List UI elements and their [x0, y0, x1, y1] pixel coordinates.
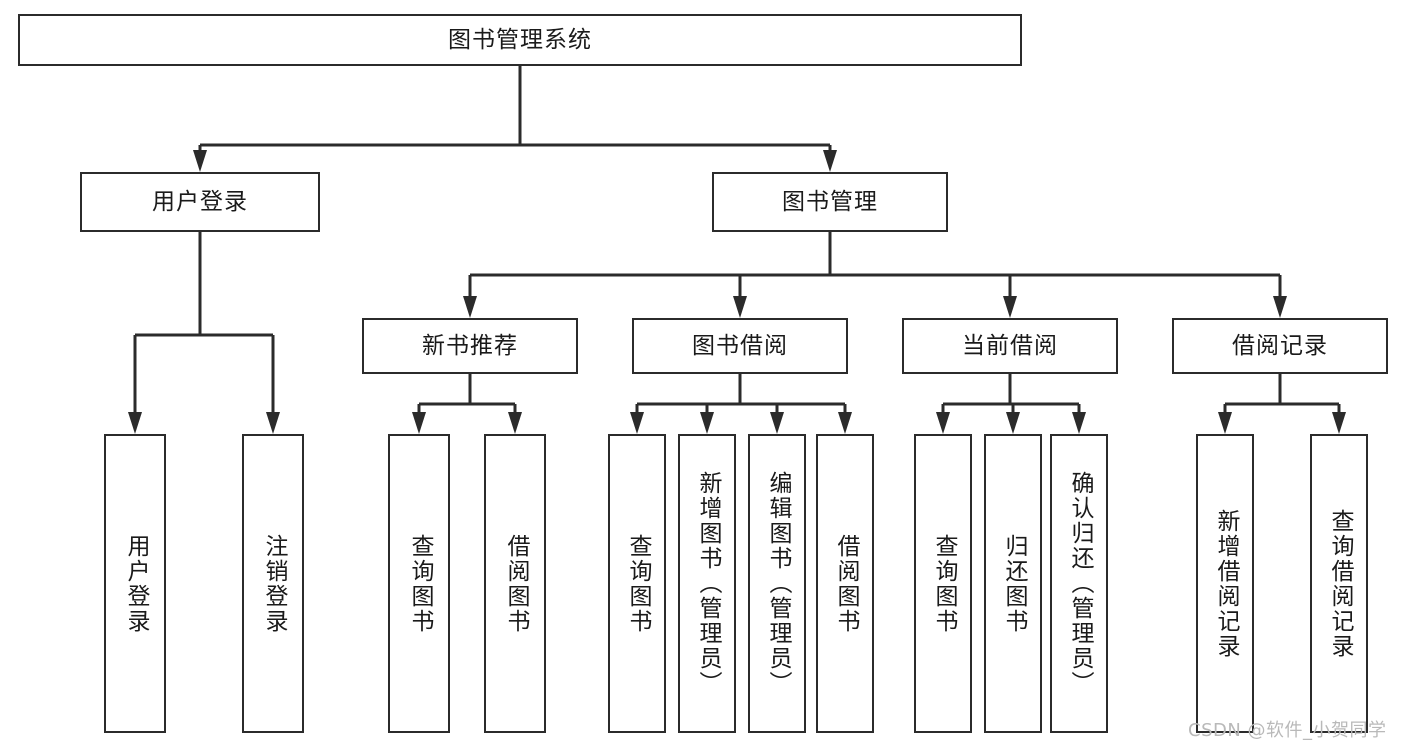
node-current-borrow[interactable]: 当前借阅 — [902, 318, 1118, 374]
node-label: 新增借阅记录 — [1212, 508, 1239, 659]
node-label: 图书管理系统 — [448, 26, 592, 53]
node-leaf-confirm-return-admin[interactable]: 确认归还（管理员） — [1050, 434, 1108, 733]
node-leaf-user-logout[interactable]: 注销登录 — [242, 434, 304, 733]
node-label: 图书管理 — [782, 188, 878, 215]
node-label: 借阅图书 — [832, 533, 859, 634]
node-label: 归还图书 — [1000, 533, 1027, 634]
node-label: 查询借阅记录 — [1326, 508, 1353, 659]
node-leaf-add-borrow-record[interactable]: 新增借阅记录 — [1196, 434, 1254, 733]
node-label: 查询图书 — [930, 533, 957, 634]
node-leaf-query-book-current[interactable]: 查询图书 — [914, 434, 972, 733]
node-user-login[interactable]: 用户登录 — [80, 172, 320, 232]
node-label: 借阅图书 — [502, 533, 529, 634]
node-label: 用户登录 — [152, 188, 248, 215]
node-label: 用户登录 — [122, 533, 149, 634]
node-new-book-recommend[interactable]: 新书推荐 — [362, 318, 578, 374]
node-label: 当前借阅 — [962, 332, 1058, 359]
node-leaf-add-book-admin[interactable]: 新增图书（管理员） — [678, 434, 736, 733]
node-leaf-user-login[interactable]: 用户登录 — [104, 434, 166, 733]
node-leaf-borrow-book-recommend[interactable]: 借阅图书 — [484, 434, 546, 733]
node-label: 查询图书 — [406, 533, 433, 634]
node-leaf-borrow-book[interactable]: 借阅图书 — [816, 434, 874, 733]
node-label: 图书借阅 — [692, 332, 788, 359]
node-leaf-query-book-borrow[interactable]: 查询图书 — [608, 434, 666, 733]
node-leaf-return-book[interactable]: 归还图书 — [984, 434, 1042, 733]
node-borrow-record[interactable]: 借阅记录 — [1172, 318, 1388, 374]
node-label: 确认归还（管理员） — [1066, 471, 1093, 696]
node-label: 注销登录 — [260, 533, 287, 634]
node-label: 新增图书（管理员） — [694, 471, 721, 696]
node-label: 编辑图书（管理员） — [764, 471, 791, 696]
node-book-borrow[interactable]: 图书借阅 — [632, 318, 848, 374]
node-leaf-query-book-recommend[interactable]: 查询图书 — [388, 434, 450, 733]
node-label: 新书推荐 — [422, 332, 518, 359]
node-label: 查询图书 — [624, 533, 651, 634]
node-label: 借阅记录 — [1232, 332, 1328, 359]
node-root-book-management-system[interactable]: 图书管理系统 — [18, 14, 1022, 66]
node-book-management[interactable]: 图书管理 — [712, 172, 948, 232]
node-leaf-query-borrow-record[interactable]: 查询借阅记录 — [1310, 434, 1368, 733]
node-leaf-edit-book-admin[interactable]: 编辑图书（管理员） — [748, 434, 806, 733]
watermark: CSDN @软件_小贺同学 — [1188, 720, 1387, 741]
